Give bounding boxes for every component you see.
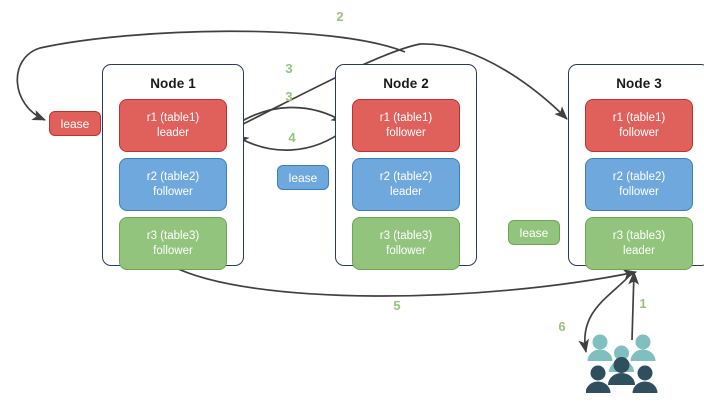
replica-role: leader	[390, 185, 422, 198]
replica-name: r2 (table2)	[379, 171, 433, 183]
replica-role: follower	[153, 244, 193, 257]
replica-name: r3 (table3)	[146, 230, 200, 242]
arrow-step-3-to-node2	[233, 106, 345, 127]
node-title: Node 1	[150, 76, 196, 91]
replica-r2[interactable]: r2 (table2) leader	[352, 158, 460, 211]
replica-role: follower	[619, 126, 659, 139]
step-label-5: 5	[393, 298, 401, 313]
node-box-1[interactable]: Node 1 r1 (table1) leader r2 (table2) fo…	[102, 64, 244, 270]
replica-role: follower	[386, 244, 426, 257]
step-label-3-lower: 3	[285, 89, 293, 104]
replica-name: r3 (table3)	[612, 230, 666, 242]
replica-r3[interactable]: r3 (table3) leader	[585, 217, 693, 270]
replica-name: r1 (table1)	[146, 112, 200, 124]
replica-r1[interactable]: r1 (table1) follower	[352, 99, 460, 152]
step-label-4: 4	[288, 130, 296, 145]
step-label-6: 6	[558, 319, 566, 334]
step-label-2: 2	[336, 9, 344, 24]
replica-role: leader	[623, 244, 655, 257]
lease-label: lease	[519, 225, 549, 240]
lease-label: lease	[288, 170, 318, 185]
arrow-step-5	[171, 265, 637, 297]
replica-r2[interactable]: r2 (table2) follower	[585, 158, 693, 211]
replica-role: follower	[153, 185, 193, 198]
lease-badge-blue[interactable]: lease	[277, 165, 329, 190]
replica-r2[interactable]: r2 (table2) follower	[119, 158, 227, 211]
lease-badge-red[interactable]: lease	[49, 111, 101, 136]
replica-role: follower	[386, 126, 426, 139]
node-title: Node 2	[383, 76, 429, 91]
replica-r1[interactable]: r1 (table1) leader	[119, 99, 227, 152]
replica-name: r2 (table2)	[146, 171, 200, 183]
replica-r3[interactable]: r3 (table3) follower	[119, 217, 227, 270]
replica-r3[interactable]: r3 (table3) follower	[352, 217, 460, 270]
replica-name: r3 (table3)	[379, 230, 433, 242]
people-group-icon	[586, 334, 658, 393]
lease-label: lease	[60, 116, 90, 131]
replica-role: leader	[157, 126, 189, 139]
step-label-3-upper: 3	[285, 61, 293, 76]
step-label-1: 1	[639, 296, 647, 311]
replica-name: r2 (table2)	[612, 171, 666, 183]
replica-r1[interactable]: r1 (table1) follower	[585, 99, 693, 152]
lease-badge-green[interactable]: lease	[508, 220, 560, 245]
node-title: Node 3	[616, 76, 662, 91]
replica-name: r1 (table1)	[612, 112, 666, 124]
replica-name: r1 (table1)	[379, 112, 433, 124]
node-box-2[interactable]: Node 2 r1 (table1) follower r2 (table2) …	[335, 64, 477, 270]
node-box-3[interactable]: Node 3 r1 (table1) follower r2 (table2) …	[568, 64, 704, 270]
replica-role: follower	[619, 185, 659, 198]
